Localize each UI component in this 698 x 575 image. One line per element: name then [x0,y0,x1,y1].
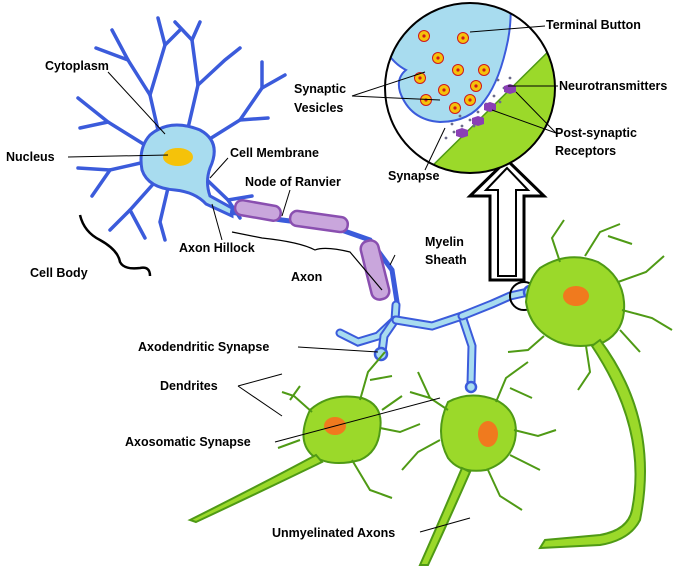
label-axon: Axon [291,270,322,284]
source-dendrites [76,16,287,242]
label-synaptic: Synaptic [294,82,346,96]
label-sheath: Sheath [425,253,467,267]
myelin-segment-1 [233,198,283,223]
label-dendrites: Dendrites [160,379,218,393]
axon-brace [231,231,383,291]
target-nucleus-right [563,286,589,306]
label-receptors: Receptors [555,144,616,158]
label-myelin: Myelin [425,235,464,249]
label-cytoplasm: Cytoplasm [45,59,109,73]
label-neurotransmitters: Neurotransmitters [559,79,667,93]
label-post-synaptic: Post-synaptic [555,126,637,140]
terminal-bulb-left [373,346,389,362]
label-nucleus: Nucleus [6,150,55,164]
label-unmyelinated-axons: Unmyelinated Axons [272,526,395,540]
terminal-bulb-middle [464,380,478,394]
label-axodendritic-synapse: Axodendritic Synapse [138,340,269,354]
leader-lines [67,25,558,533]
label-synapse: Synapse [388,169,439,183]
myelin-segment-3 [359,239,391,301]
magnified-synapse [384,2,556,174]
post-synaptic-receptors [456,84,516,138]
myelin-segment-2 [288,209,350,234]
label-cell-membrane: Cell Membrane [230,146,319,160]
cell-body-brace [78,214,152,277]
label-axosomatic-synapse: Axosomatic Synapse [125,435,251,449]
vesicle-cores [418,34,486,110]
zoom-arrow [466,157,548,282]
label-cell-body: Cell Body [30,266,88,280]
label-vesicles: Vesicles [294,101,343,115]
target-nucleus-middle [478,421,498,447]
myelinated-axon [229,198,539,394]
label-axon-hillock: Axon Hillock [179,241,255,255]
source-neuron [76,16,287,242]
target-neurons [187,219,673,566]
nucleus-shape [163,148,193,166]
source-soma [139,123,234,219]
label-node-of-ranvier: Node of Ranvier [245,175,341,189]
label-terminal-button: Terminal Button [546,18,641,32]
